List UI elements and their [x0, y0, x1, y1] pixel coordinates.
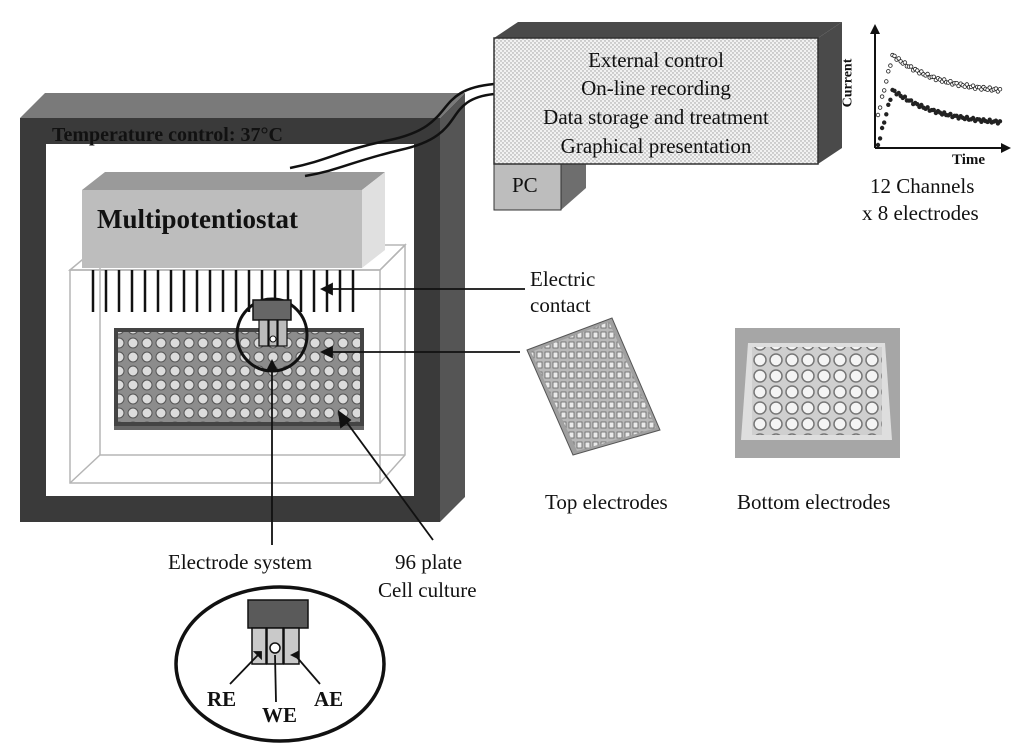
we-label: WE: [262, 703, 298, 727]
pc-functions-panel: [493, 22, 842, 165]
top-electrodes-label: Top electrodes: [545, 490, 668, 514]
trace-lower-point: [888, 97, 893, 102]
trace-lower-point: [970, 115, 976, 121]
trace-upper-point: [875, 112, 881, 118]
plot-caption-1: 12 Channels: [870, 174, 975, 198]
top-electrodes-photo: [526, 317, 661, 456]
trace-upper-point: [915, 68, 920, 73]
trace-lower-point: [902, 94, 908, 99]
trace-upper-point: [892, 53, 897, 59]
trace-lower-point: [964, 114, 970, 120]
trace-upper-point: [997, 86, 1003, 92]
trace-upper-point: [882, 88, 887, 93]
plot-xlabel: Time: [952, 152, 986, 168]
trace-upper-point: [896, 56, 901, 61]
trace-lower-point: [884, 112, 889, 117]
pc-function-3: Data storage and treatment: [543, 105, 769, 129]
trace-upper-point: [908, 64, 914, 69]
trace-upper-point: [919, 69, 924, 74]
multipotentiostat-label: Multipotentiostat: [97, 204, 298, 234]
ae-label: AE: [314, 687, 344, 711]
electric-contact-label-1: Electric: [530, 267, 596, 291]
plot-ylabel: Current: [840, 58, 856, 108]
electrode-pins: [91, 270, 355, 312]
pc-function-4: Graphical presentation: [560, 134, 752, 158]
trace-upper-point: [877, 105, 883, 110]
trace-lower-point: [925, 105, 930, 110]
trace-upper-point: [948, 78, 953, 84]
trace-lower-point: [882, 120, 887, 125]
incubator-frame: [20, 93, 465, 522]
cables: [289, 82, 495, 178]
temperature-label: Temperature control: 37°C: [52, 124, 283, 146]
trace-upper-point: [970, 83, 976, 88]
trace-upper-point: [902, 60, 908, 65]
trace-upper-point: [888, 63, 893, 68]
electrode-system-label: Electrode system: [168, 550, 313, 574]
plate-label-2: Cell culture: [378, 578, 477, 602]
annotation-arrows: [265, 282, 525, 545]
trace-lower-point: [948, 111, 953, 117]
trace-lower-point: [997, 119, 1003, 124]
pc-label: PC: [512, 173, 538, 197]
current-time-plot: [870, 24, 1011, 153]
trace-lower-point: [896, 90, 901, 96]
trace-lower-point: [892, 88, 897, 93]
trace-lower-point: [877, 136, 883, 141]
trace-upper-point: [931, 74, 936, 79]
bottom-electrodes-label: Bottom electrodes: [737, 490, 891, 514]
electrode-system-detail: [174, 585, 386, 743]
re-label: RE: [207, 687, 237, 711]
plate-enclosure: [67, 243, 407, 484]
trace-lower-point: [931, 107, 936, 113]
bottom-electrodes-photo: [735, 328, 900, 458]
well-plate: [114, 328, 364, 430]
plot-caption-2: x 8 electrodes: [862, 201, 979, 225]
trace-lower-point: [875, 142, 881, 148]
electric-contact-label-2: contact: [530, 293, 591, 317]
multipotentiostat-box: [82, 172, 385, 268]
trace-upper-point: [879, 94, 885, 99]
trace-lower-point: [879, 125, 885, 131]
trace-lower-point: [908, 98, 914, 103]
trace-lower-point: [886, 102, 891, 107]
trace-upper-point: [886, 69, 891, 74]
pc-function-1: External control: [588, 48, 724, 72]
pc-function-2: On-line recording: [581, 76, 731, 100]
trace-upper-point: [925, 71, 930, 77]
trace-upper-point: [964, 82, 970, 87]
plate-label-1: 96 plate: [395, 550, 463, 574]
trace-upper-point: [884, 79, 889, 84]
